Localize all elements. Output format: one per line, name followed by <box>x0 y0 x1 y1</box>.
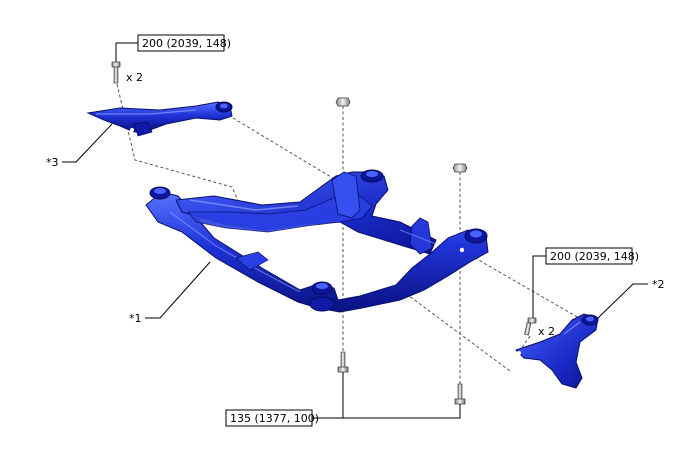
quantity-right: x 2 <box>538 325 555 338</box>
nut-top-center <box>335 97 351 107</box>
bolt-top-left <box>111 61 121 84</box>
bolt-right <box>524 317 537 336</box>
part-label-1: *1 <box>129 312 142 325</box>
leader-lines <box>62 42 648 419</box>
quantity-top-left: x 2 <box>126 71 143 84</box>
nut-right-center <box>452 163 468 173</box>
alignment-lines <box>116 83 580 398</box>
suspension-member-part <box>145 169 489 313</box>
part-label-3: *3 <box>46 156 59 169</box>
torque-value-bottom: 135 (1377, 100) <box>230 412 319 425</box>
torque-value-top-left: 200 (2039, 148) <box>142 37 231 50</box>
torque-callout-bottom: 135 (1377, 100) <box>225 409 319 427</box>
torque-value-right: 200 (2039, 148) <box>550 250 639 263</box>
torque-callout-top-left: 200 (2039, 148) <box>137 34 231 52</box>
bolt-bottom-left <box>337 351 349 373</box>
torque-callout-right: 200 (2039, 148) <box>545 247 639 265</box>
bolt-bottom-right <box>454 383 466 405</box>
left-lower-arm-part <box>86 101 233 137</box>
right-lower-arm-part <box>515 313 599 389</box>
part-label-2: *2 <box>652 278 665 291</box>
